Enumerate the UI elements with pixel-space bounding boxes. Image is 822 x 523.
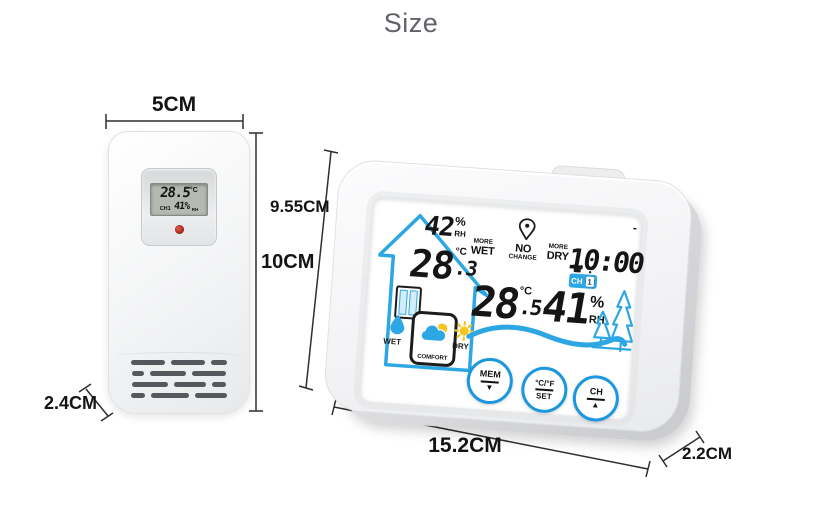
sensor-height-label: 10CM [261, 251, 315, 273]
outdoor-temperature: 28 °C .3 [405, 241, 479, 288]
station-front: 42 % RH 28 °C .3 [322, 158, 695, 435]
channel-value: 1 [584, 275, 595, 289]
station-height-label: 9.55CM [270, 197, 330, 216]
page-title: Size [383, 8, 439, 38]
sensor-temp-value: 28.5 [159, 185, 191, 201]
trend-more-wet: MORE WET [470, 237, 495, 258]
channel-button: CH ▲ [571, 373, 621, 423]
sensor-led-indicator [175, 225, 184, 234]
station-width-label: 15.2CM [428, 434, 502, 457]
mem-button: MEM ▼ [465, 356, 515, 406]
house-outline-icon [377, 213, 489, 373]
outdoor-temp-int: 28 [405, 241, 458, 288]
outdoor-humidity-pct: % [454, 214, 467, 229]
sensor-temp-unit: °C [189, 187, 198, 194]
station-display: 42 % RH 28 °C .3 [357, 195, 646, 423]
outdoor-humidity-rh: RH [453, 229, 467, 239]
sensor-lcd: 28.5 °C CH1 41% RH [150, 183, 208, 216]
down-arrow-icon: ▼ [485, 382, 494, 393]
unit-set-button: °C/°F SET [519, 365, 569, 415]
clock-prefix: - [632, 220, 638, 235]
channel-area: CH 1 [568, 263, 598, 290]
pin-icon [518, 218, 536, 241]
weather-station: 42 % RH 28 °C .3 [322, 158, 705, 444]
wet-label: WET [383, 336, 402, 347]
water-drop-icon [390, 314, 405, 335]
channel-label: CH [570, 275, 583, 286]
sensor-seam [115, 352, 243, 361]
signal-icon [587, 268, 595, 274]
sensor-humidity-unit: RH [191, 206, 199, 212]
channel-badge: CH 1 [568, 273, 598, 290]
trend-more-dry: MORE DRY [546, 242, 570, 263]
vent-grille [131, 360, 227, 404]
comfort-indicator: COMFORT [408, 310, 459, 368]
comfort-label: COMFORT [416, 353, 448, 362]
sensor-screen-bezel: 28.5 °C CH1 41% RH [141, 168, 217, 246]
sensor-depth-label: 2.4CM [44, 393, 98, 413]
sensor-humidity-value: 41% [173, 201, 190, 212]
station-depth-label: 2.2CM [682, 444, 733, 463]
outdoor-sensor: 28.5 °C CH1 41% RH [108, 131, 250, 414]
sensor-width-label: 5CM [151, 93, 197, 116]
outdoor-humidity-value: 42 [421, 211, 457, 243]
sun-behind-cloud-icon [420, 323, 448, 343]
sensor-channel: CH1 [159, 205, 171, 212]
wave-line [466, 324, 628, 348]
up-arrow-icon: ▲ [591, 400, 600, 410]
trend-no-change: NO CHANGE [508, 242, 537, 262]
outdoor-humidity: 42 % RH [421, 211, 468, 243]
antenna-icon [573, 264, 583, 273]
